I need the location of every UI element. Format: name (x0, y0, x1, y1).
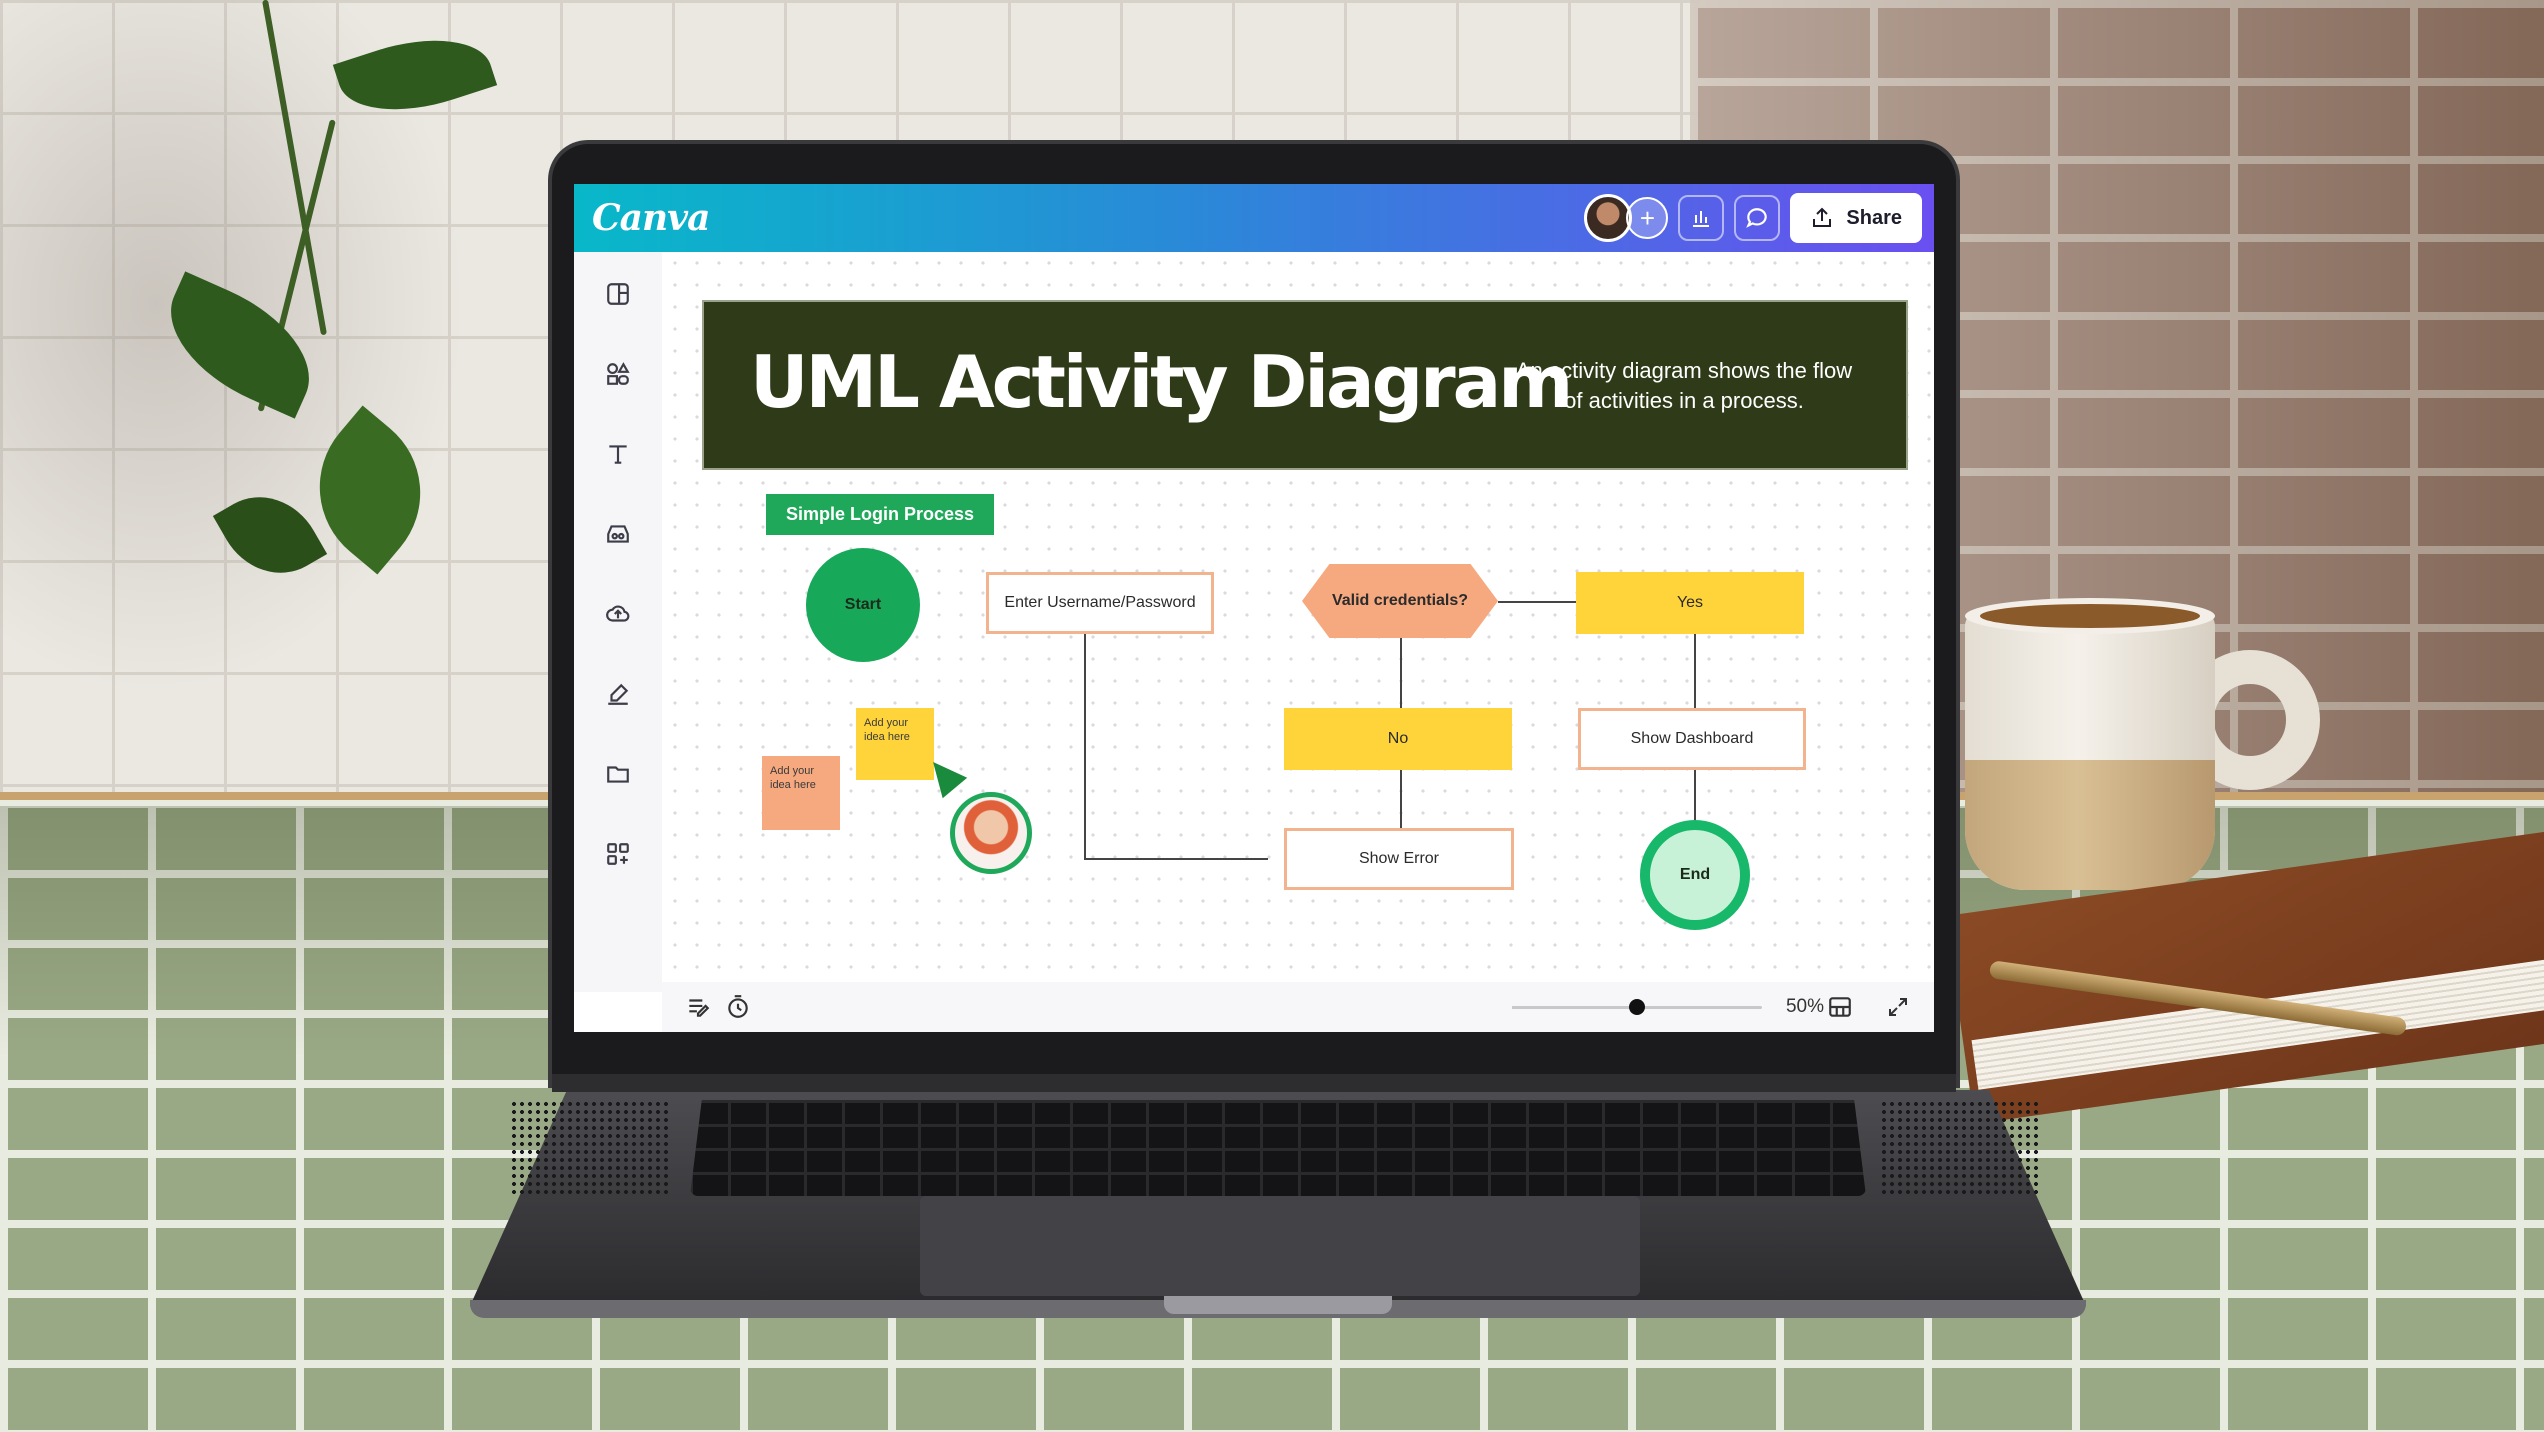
laptop-screen: Canva + Share (574, 184, 1934, 1032)
zoom-slider-thumb[interactable] (1628, 998, 1645, 1015)
connector-line (1694, 770, 1696, 822)
zoom-control: 50% (1511, 982, 1824, 1032)
uploads-icon[interactable] (596, 592, 640, 636)
mug-base (1965, 760, 2215, 890)
zoom-slider-fill (1511, 1005, 1637, 1009)
plus-icon: + (1639, 202, 1655, 233)
diagram-subtitle[interactable]: An activity diagram shows the flow of ac… (1515, 358, 1853, 413)
analytics-icon (1693, 211, 1710, 227)
text-icon[interactable] (596, 432, 640, 476)
no-node[interactable]: No (1284, 708, 1512, 770)
avatar[interactable] (1584, 194, 1633, 242)
comment-button[interactable] (1734, 195, 1781, 241)
connector-line (1084, 858, 1268, 860)
side-rail (574, 252, 662, 992)
share-icon (1813, 207, 1832, 227)
speaker-right (1880, 1100, 2040, 1196)
keyboard (690, 1100, 1866, 1196)
timer-icon[interactable] (718, 987, 758, 1027)
speaker-left (510, 1100, 670, 1196)
end-node[interactable]: End (1640, 820, 1750, 930)
canva-logo[interactable]: Canva (592, 197, 710, 239)
apps-icon[interactable] (596, 832, 640, 876)
diagram-title[interactable]: UML Activity Diagram (750, 340, 1573, 424)
topbar-actions: + Share (1584, 192, 1922, 244)
yes-node[interactable]: Yes (1576, 572, 1804, 634)
projects-icon[interactable] (596, 752, 640, 796)
fullscreen-icon[interactable] (1878, 987, 1918, 1027)
laptop-notch (1164, 1296, 1392, 1314)
bottom-bar: 50% (662, 982, 1934, 1032)
canva-topbar: Canva + Share (574, 184, 1934, 252)
connector-line (1400, 768, 1402, 836)
coffee (1980, 604, 2200, 628)
show-dashboard-node[interactable]: Show Dashboard (1578, 708, 1806, 770)
connector-line (1498, 601, 1644, 603)
grid-view-icon[interactable] (1820, 987, 1860, 1027)
sticky-note-orange[interactable]: Add your idea here (762, 756, 840, 830)
analytics-button[interactable] (1678, 195, 1725, 241)
bottom-bar-right (1820, 987, 1918, 1027)
start-node[interactable]: Start (806, 548, 920, 662)
zoom-slider[interactable] (1511, 998, 1762, 1015)
add-collaborator-button[interactable]: + (1626, 197, 1669, 239)
connector-line (1400, 638, 1402, 708)
show-error-node[interactable]: Show Error (1284, 828, 1514, 890)
sticky-note-yellow[interactable]: Add your idea here (856, 708, 934, 780)
share-button[interactable]: Share (1790, 193, 1922, 243)
share-label: Share (1846, 206, 1902, 229)
notes-icon[interactable] (678, 987, 718, 1027)
title-banner[interactable]: UML Activity Diagram An activity diagram… (704, 302, 1906, 468)
collaborator-avatar[interactable] (950, 792, 1032, 874)
process-tag[interactable]: Simple Login Process (766, 494, 995, 535)
brand-icon[interactable] (596, 512, 640, 556)
draw-icon[interactable] (596, 672, 640, 716)
comment-icon (1746, 208, 1768, 228)
laptop-hinge (552, 1074, 1956, 1092)
design-icon[interactable] (596, 272, 640, 316)
valid-credentials-node[interactable]: Valid credentials? (1302, 564, 1498, 638)
zoom-label[interactable]: 50% (1785, 996, 1824, 1017)
connector-line (1694, 632, 1696, 708)
connector-line (1084, 634, 1086, 860)
elements-icon[interactable] (596, 352, 640, 396)
trackpad (920, 1196, 1640, 1296)
whiteboard-canvas[interactable]: UML Activity Diagram An activity diagram… (664, 252, 1934, 982)
enter-credentials-node[interactable]: Enter Username/Password (986, 572, 1214, 634)
